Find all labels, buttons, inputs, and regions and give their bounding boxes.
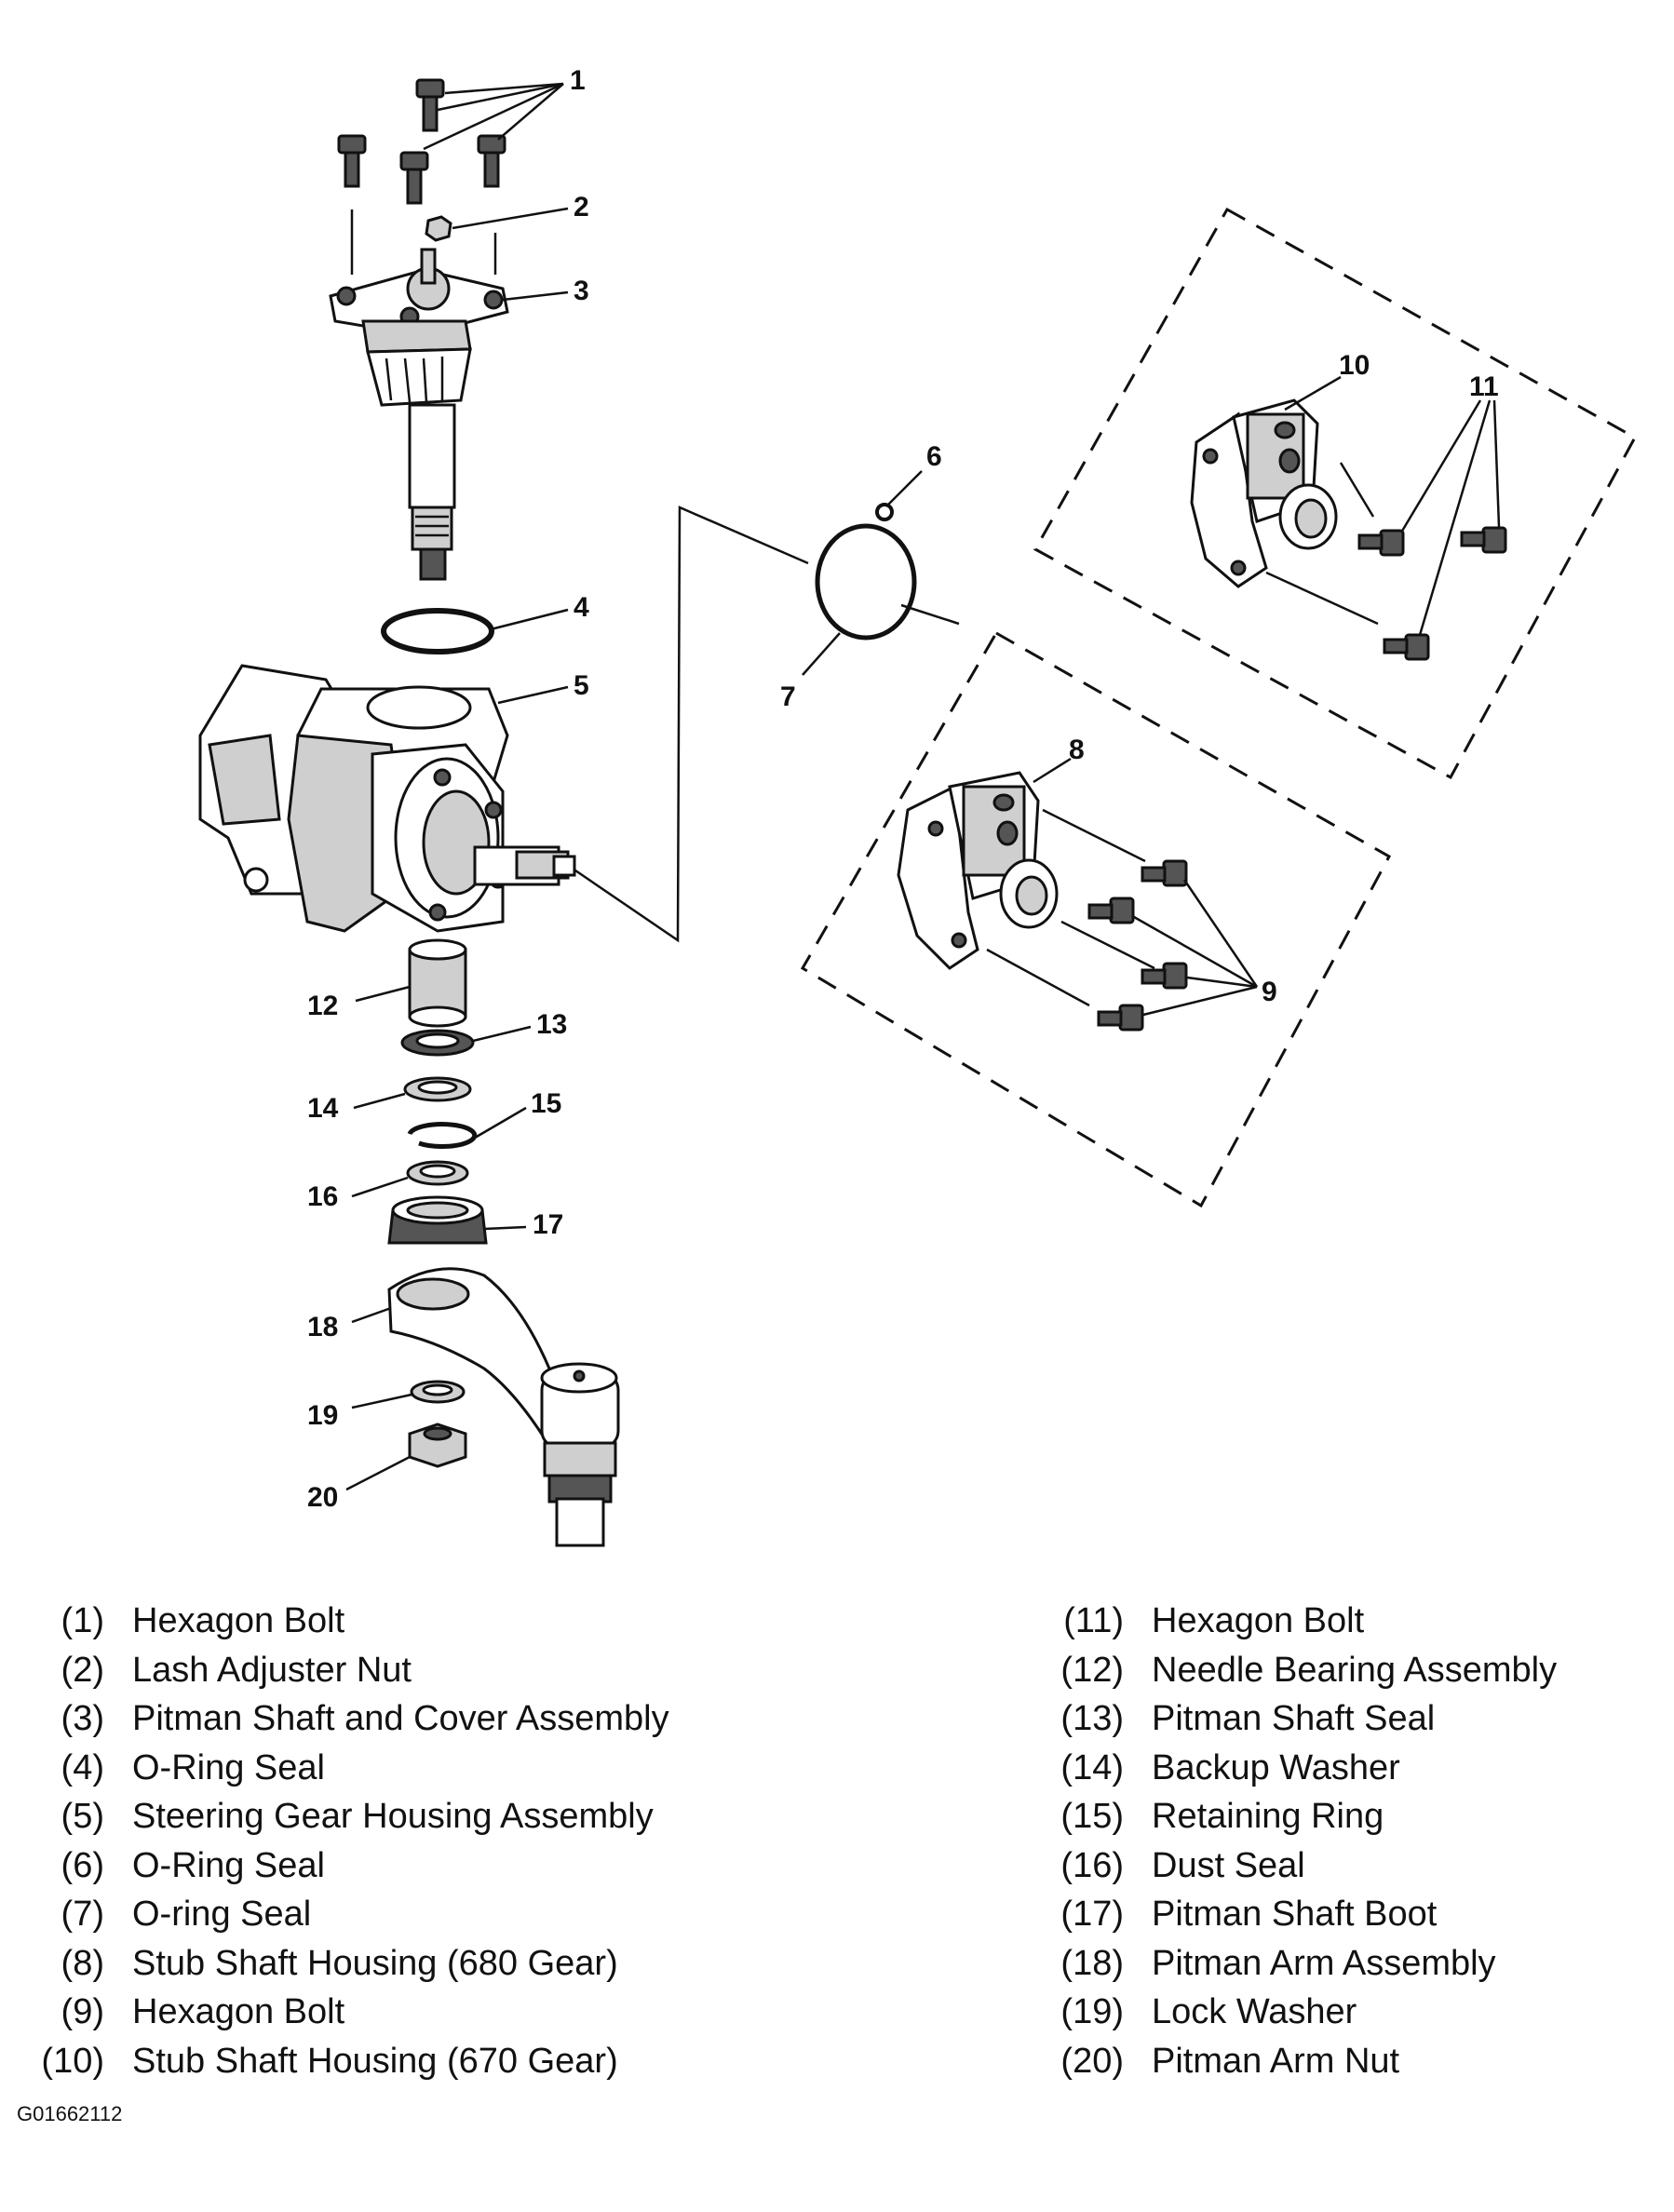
dust-seal bbox=[351, 1160, 469, 1198]
pitman-arm-nut bbox=[345, 1423, 467, 1491]
legend-item: (7)O-ring Seal bbox=[61, 1895, 312, 1934]
legend-item: (3)Pitman Shaft and Cover Assembly bbox=[61, 1699, 669, 1738]
callout-17: 17 bbox=[533, 1209, 563, 1240]
legend-item: (13)Pitman Shaft Seal bbox=[1060, 1699, 1436, 1738]
callout-7: 7 bbox=[780, 681, 796, 712]
callout-19: 19 bbox=[307, 1400, 338, 1431]
pitman-shaft-boot bbox=[387, 1195, 527, 1245]
callout-1: 1 bbox=[570, 65, 586, 96]
callout-20: 20 bbox=[307, 1482, 338, 1513]
pitman-shaft-seal bbox=[400, 1025, 532, 1057]
legend-item: (15)Retaining Ring bbox=[1060, 1797, 1384, 1836]
legend-item: (20)Pitman Arm Nut bbox=[1060, 2041, 1400, 2081]
stub-shaft-housing-670 bbox=[1190, 375, 1342, 588]
callout-3: 3 bbox=[574, 276, 589, 306]
callout-5: 5 bbox=[574, 670, 589, 701]
callout-15: 15 bbox=[531, 1088, 561, 1119]
legend-item: (1)Hexagon Bolt bbox=[61, 1601, 345, 1640]
legend-item: (6)O-Ring Seal bbox=[61, 1845, 325, 1885]
hexagon-bolts-680 bbox=[986, 808, 1259, 1032]
retaining-ring bbox=[407, 1106, 527, 1149]
legend-item: (16)Dust Seal bbox=[1060, 1845, 1305, 1885]
o-ring-seal-7 bbox=[802, 523, 917, 676]
callout-8: 8 bbox=[1069, 735, 1085, 765]
legend-item: (18)Pitman Arm Assembly bbox=[1060, 1943, 1496, 1983]
callout-6: 6 bbox=[926, 441, 942, 472]
pitman-arm-assembly bbox=[351, 1267, 620, 1547]
legend-item: (11)Hexagon Bolt bbox=[1063, 1601, 1365, 1640]
legend-item: (12)Needle Bearing Assembly bbox=[1060, 1650, 1558, 1690]
legend-item: (5)Steering Gear Housing Assembly bbox=[61, 1797, 654, 1836]
stub-shaft-680-group-box bbox=[800, 630, 1392, 1208]
callout-14: 14 bbox=[307, 1093, 339, 1124]
lash-adjuster-nut bbox=[425, 207, 569, 242]
callout-13: 13 bbox=[536, 1009, 567, 1040]
callout-2: 2 bbox=[574, 192, 589, 223]
callout-12: 12 bbox=[307, 991, 338, 1021]
callout-10: 10 bbox=[1339, 350, 1370, 381]
lock-washer bbox=[351, 1380, 466, 1409]
hexagon-bolts-670 bbox=[1265, 399, 1507, 661]
legend-item: (14)Backup Washer bbox=[1060, 1747, 1400, 1787]
o-ring-seal-6 bbox=[875, 470, 923, 521]
exploded-steering-gear-diagram: 1 2 3 4 bbox=[198, 65, 1638, 1547]
needle-bearing-assembly bbox=[355, 938, 467, 1028]
stub-shaft-670-group-box bbox=[1033, 207, 1638, 780]
o-ring-seal-4 bbox=[381, 608, 569, 654]
steering-gear-housing bbox=[198, 664, 576, 933]
callout-11: 11 bbox=[1469, 371, 1499, 402]
hexagon-bolts-top bbox=[337, 78, 506, 205]
callout-9: 9 bbox=[1262, 977, 1277, 1007]
stub-shaft-housing-680 bbox=[897, 757, 1072, 970]
legend-item: (9)Hexagon Bolt bbox=[61, 1992, 345, 2031]
pitman-shaft-cover-assembly bbox=[329, 248, 569, 581]
legend-right-column: (11)Hexagon Bolt (12)Needle Bearing Asse… bbox=[1047, 1597, 1557, 2085]
legend-item: (10)Stub Shaft Housing (670 Gear) bbox=[41, 2041, 618, 2081]
callout-16: 16 bbox=[307, 1181, 338, 1212]
callout-1-leaders bbox=[350, 82, 564, 275]
legend-left-column: (1)Hexagon Bolt (2)Lash Adjuster Nut (3)… bbox=[28, 1597, 669, 2085]
legend-item: (4)O-Ring Seal bbox=[61, 1747, 325, 1787]
legend-item: (17)Pitman Shaft Boot bbox=[1060, 1895, 1438, 1934]
legend-item: (19)Lock Washer bbox=[1060, 1992, 1357, 2031]
figure-id: G01662112 bbox=[17, 2102, 123, 2125]
legend-item: (2)Lash Adjuster Nut bbox=[61, 1650, 412, 1690]
callout-18: 18 bbox=[307, 1312, 338, 1342]
callout-4: 4 bbox=[574, 592, 589, 623]
backup-washer bbox=[353, 1076, 472, 1110]
legend-item: (8)Stub Shaft Housing (680 Gear) bbox=[61, 1943, 618, 1983]
